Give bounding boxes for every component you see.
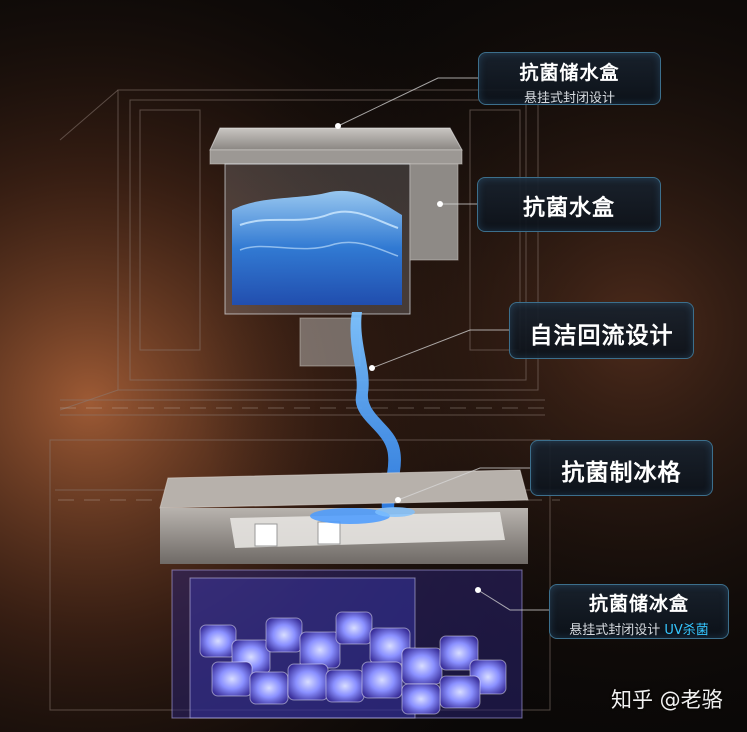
label-subtitle-row: 悬挂式封闭设计 UV杀菌 <box>550 619 728 638</box>
label-subtitle: 悬挂式封闭设计 <box>569 623 661 638</box>
leader-lines <box>337 77 549 611</box>
label-subtitle-accent: UV杀菌 <box>664 623 709 638</box>
label-self-cleaning-return-flow: 自洁回流设计 <box>509 302 694 359</box>
label-ice-tray: 抗菌制冰格 <box>530 440 713 496</box>
label-title: 自洁回流设计 <box>529 323 674 349</box>
label-ice-storage-box: 抗菌储冰盒 悬挂式封闭设计 UV杀菌 <box>549 584 729 639</box>
ice-tray <box>159 469 529 564</box>
water-storage-box <box>209 127 463 367</box>
label-title: 抗菌储冰盒 <box>588 593 689 615</box>
label-title: 抗菌水盒 <box>522 196 615 221</box>
fridge-frame <box>49 89 560 711</box>
label-water-box: 抗菌水盒 <box>477 177 661 232</box>
watermark: 知乎 @老骆 <box>611 688 723 712</box>
water-stream <box>350 312 401 510</box>
leader-dots <box>335 123 481 593</box>
label-title: 抗菌制冰格 <box>561 460 682 486</box>
ice-storage-bin <box>171 569 523 719</box>
label-water-storage-box: 抗菌储水盒 悬挂式封闭设计 <box>478 52 661 106</box>
label-subtitle: 悬挂式封闭设计 <box>523 91 615 106</box>
label-title: 抗菌储水盒 <box>519 62 620 84</box>
